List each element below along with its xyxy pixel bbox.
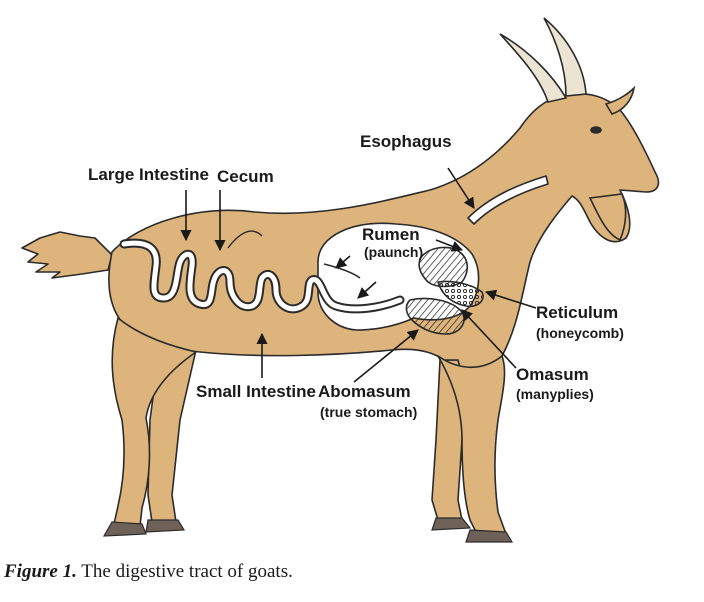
arrow-rumen-left [335,255,351,269]
cecum-pouch [227,230,263,249]
label-small-intestine: Small Intestine [196,382,316,401]
arrow-esophagus [447,167,475,209]
hooves [102,517,514,543]
near-front-leg [437,355,507,535]
beard [588,193,627,242]
reticulum-shape [418,246,469,288]
horn [499,33,568,103]
arrow-omasum [461,309,517,369]
horn [543,17,587,97]
digestive-organs [119,175,549,335]
label-omasum-sub: (manyplies) [516,386,594,402]
label-esophagus: Esophagus [360,132,452,151]
hoof [102,521,147,537]
head-features [499,17,636,242]
omasum-shape [437,280,484,308]
arrow-rumen-right [435,239,464,252]
hoof [145,519,186,533]
label-omasum: Omasum [516,365,589,384]
label-reticulum: Reticulum [536,303,618,322]
arrow-rumen-inner [357,281,377,299]
label-cecum: Cecum [217,167,274,186]
label-large-intestine: Large Intestine [88,165,209,184]
abomasum-shape [405,297,465,335]
eye [590,126,602,134]
caption-text: The digestive tract of goats. [81,561,293,582]
arrow-abomasum [353,329,419,383]
label-abomasum-sub: (true stomach) [320,404,417,420]
ear [604,85,636,115]
figure-number: Figure 1. [4,561,77,582]
arrow-reticulum [484,289,537,309]
label-rumen: Rumen [362,225,420,244]
near-hind-leg [111,317,197,527]
esophagus-tube [467,175,549,225]
arrows [180,167,537,383]
labels: Esophagus Large Intestine Cecum Rumen (p… [88,132,624,420]
label-rumen-sub: (paunch) [364,244,423,260]
figure-caption: Figure 1. The digestive tract of goats. [4,561,293,583]
rumen-fold [323,263,361,279]
tail [21,231,113,279]
hoof [465,529,514,543]
intestines-lumen [121,240,403,312]
label-abomasum: Abomasum [318,382,411,401]
label-reticulum-sub: (honeycomb) [536,325,624,341]
hoof [431,517,472,531]
